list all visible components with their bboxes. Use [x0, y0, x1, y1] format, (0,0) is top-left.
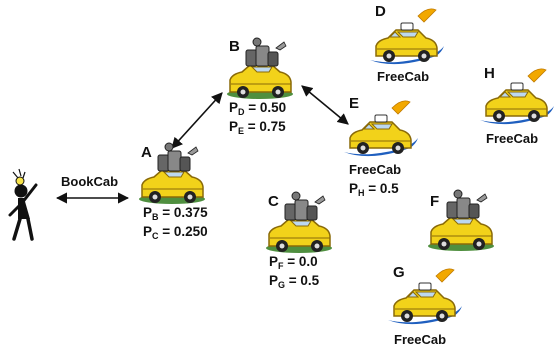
node-h: H FreeCab — [479, 65, 555, 146]
node-letter-c: C — [268, 193, 279, 210]
edge-b-e — [301, 85, 349, 125]
node-e: E FreeCab PH = 0.5 — [343, 95, 419, 198]
free-cab-label-g: FreeCab — [394, 332, 446, 347]
node-letter-b: B — [229, 38, 240, 55]
node-letter-a: A — [141, 144, 152, 161]
free-cab-label-h: FreeCab — [486, 131, 538, 146]
node-f: F — [427, 189, 495, 252]
node-letter-e: E — [349, 95, 359, 112]
node-letter-h: H — [484, 65, 495, 82]
node-a: A PB = 0.375 PC = 0.250 — [138, 142, 208, 241]
free-cab-label-d: FreeCab — [377, 69, 429, 84]
node-g: G FreeCab — [387, 264, 463, 347]
prob-c-1: PF = 0.0 — [269, 254, 318, 271]
prob-b-1: PD = 0.50 — [229, 100, 286, 117]
prob-b-2: PE = 0.75 — [229, 119, 286, 136]
edge-label-bookcab: BookCab — [61, 174, 118, 189]
prob-e-1: PH = 0.5 — [349, 181, 399, 198]
node-letter-g: G — [393, 264, 405, 281]
edge-a-b — [171, 92, 223, 149]
prob-c-2: PG = 0.5 — [269, 273, 320, 290]
node-b: B PD = 0.50 PE = 0.75 — [226, 37, 294, 136]
free-cab-label-e: FreeCab — [349, 162, 401, 177]
node-letter-f: F — [430, 193, 439, 210]
node-letter-d: D — [375, 3, 386, 20]
user-node — [8, 168, 38, 241]
node-d: D FreeCab — [369, 3, 445, 84]
edges: BookCab — [55, 85, 349, 204]
prob-a-2: PC = 0.250 — [143, 224, 208, 241]
person-lightbulb-icon — [8, 168, 38, 241]
prob-a-1: PB = 0.375 — [143, 205, 208, 222]
node-c: C PF = 0.0 PG = 0.5 — [265, 191, 333, 290]
